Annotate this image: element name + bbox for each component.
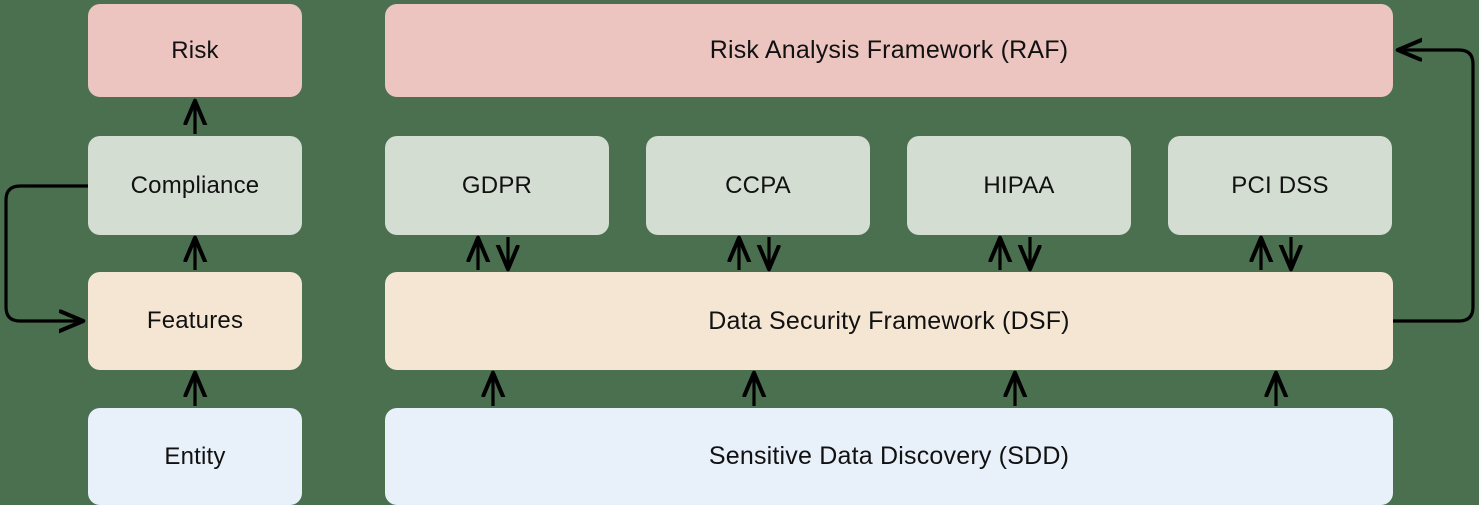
layer-box-features[interactable]: Features [88,272,302,370]
regulation-label-hipaa: HIPAA [983,171,1055,199]
arrow-dsf-feedback-to-raf [1393,50,1475,323]
regulation-label-ccpa: CCPA [725,171,791,199]
layer-box-risk[interactable]: Risk [88,4,302,97]
layer-label-features: Features [146,307,244,335]
regulation-box-gdpr[interactable]: GDPR [385,136,609,235]
layer-label-compliance: Compliance [130,171,260,199]
layer-label-entity: Entity [164,442,226,470]
arrow-compliance-feedback-to-features [4,184,88,321]
regulation-label-pci-dss: PCI DSS [1231,171,1329,199]
framework-label-dsf: Data Security Framework (DSF) [708,306,1070,335]
framework-box-dsf[interactable]: Data Security Framework (DSF) [385,272,1393,370]
regulation-label-gdpr: GDPR [461,171,533,199]
framework-label-sdd: Sensitive Data Discovery (SDD) [708,442,1070,471]
layer-box-compliance[interactable]: Compliance [88,136,302,235]
regulation-box-pci-dss[interactable]: PCI DSS [1168,136,1392,235]
framework-box-sdd[interactable]: Sensitive Data Discovery (SDD) [385,408,1393,505]
layer-box-entity[interactable]: Entity [88,408,302,505]
regulation-box-ccpa[interactable]: CCPA [646,136,870,235]
regulation-box-hipaa[interactable]: HIPAA [907,136,1131,235]
framework-box-raf[interactable]: Risk Analysis Framework (RAF) [385,4,1393,97]
framework-label-raf: Risk Analysis Framework (RAF) [709,36,1069,65]
layer-label-risk: Risk [171,36,219,64]
